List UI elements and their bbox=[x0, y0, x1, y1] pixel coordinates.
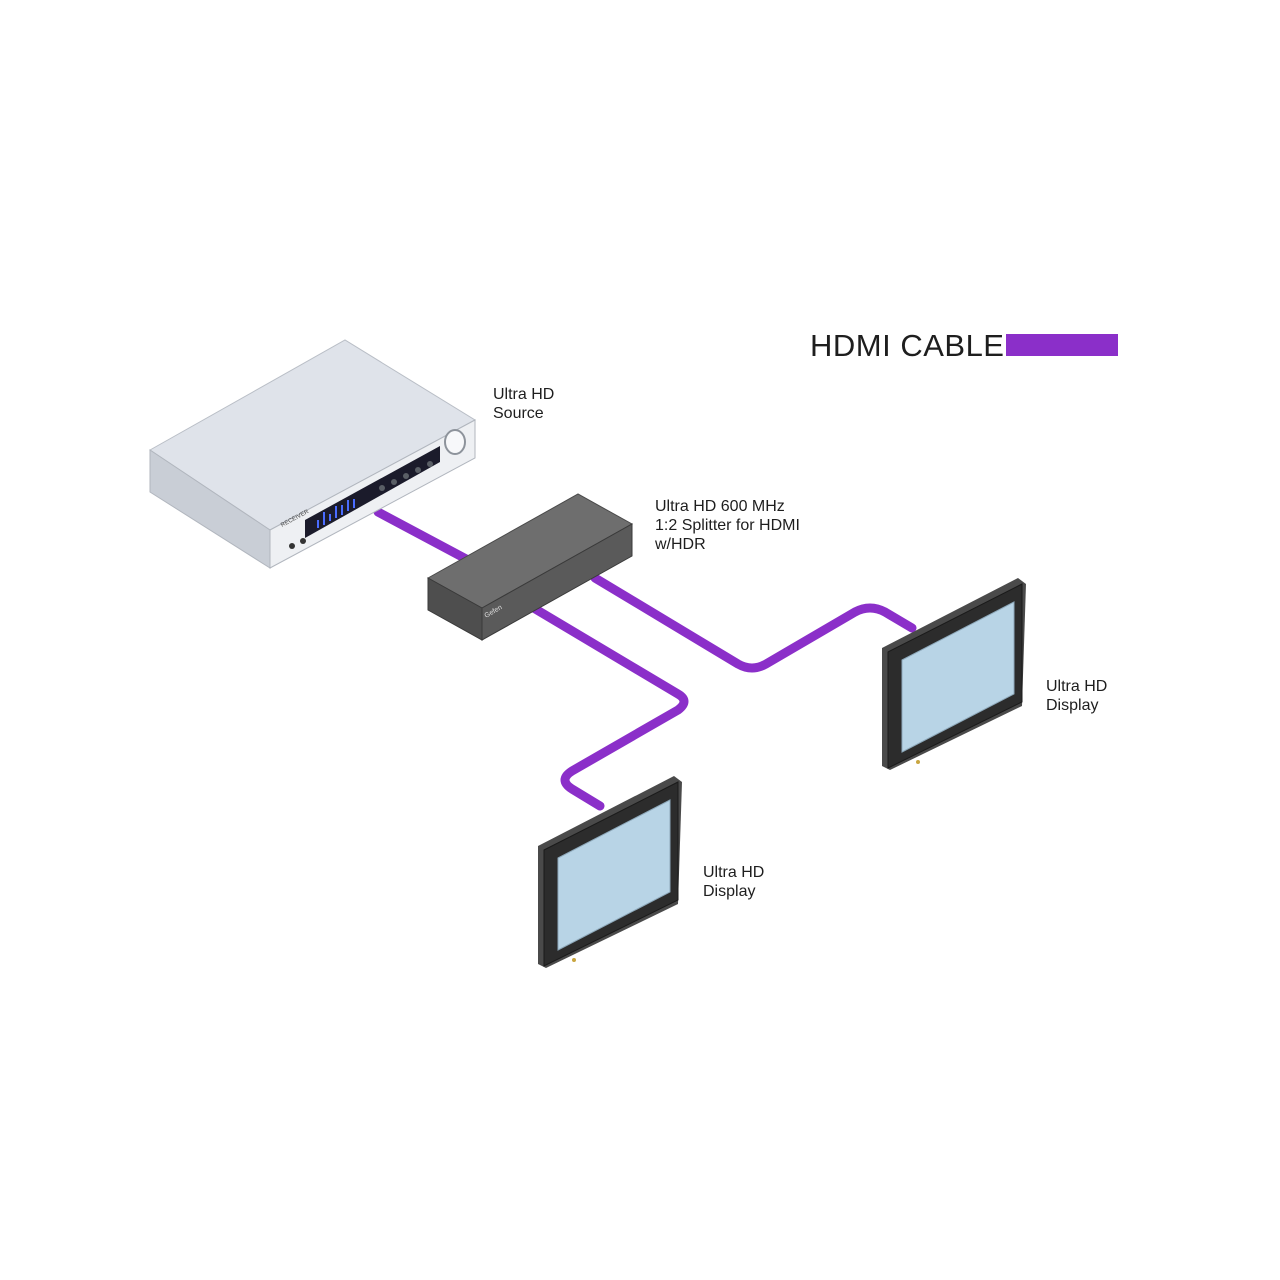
source-label: Ultra HD Source bbox=[493, 385, 554, 423]
source-label-line2: Source bbox=[493, 405, 544, 422]
display-right-screen bbox=[901, 601, 1015, 753]
legend-label: HDMI CABLE bbox=[810, 328, 1005, 363]
display-left bbox=[538, 776, 682, 968]
splitter-label: Ultra HD 600 MHz 1:2 Splitter for HDMI w… bbox=[655, 497, 800, 554]
display-left-screen bbox=[557, 799, 671, 951]
display-right-label: Ultra HD Display bbox=[1046, 677, 1107, 715]
display-right-label-line2: Display bbox=[1046, 697, 1099, 714]
source-spectrum bbox=[317, 499, 355, 528]
source-headphone-jack bbox=[289, 543, 295, 549]
source-buttons bbox=[379, 461, 433, 491]
splitter-label-line3: w/HDR bbox=[655, 536, 706, 553]
source-label-line1: Ultra HD bbox=[493, 386, 555, 403]
cable-source-to-splitter bbox=[373, 507, 473, 565]
hdmi-cables bbox=[373, 507, 917, 811]
splitter-side bbox=[481, 523, 633, 641]
display-right-label-line1: Ultra HD bbox=[1046, 678, 1108, 695]
source-input-jack bbox=[300, 538, 306, 544]
splitter-label-line1: Ultra HD 600 MHz bbox=[655, 498, 785, 515]
display-left-indicator bbox=[572, 958, 576, 962]
legend-cable-swatch bbox=[1006, 334, 1118, 356]
cable-splitter-to-display-left bbox=[527, 602, 689, 811]
splitter-label-line2: 1:2 Splitter for HDMI bbox=[655, 517, 800, 534]
source-display-window bbox=[305, 446, 440, 538]
display-left-label: Ultra HD Display bbox=[703, 863, 764, 901]
cable-splitter-to-display-right bbox=[590, 573, 917, 673]
source-volume-knob bbox=[444, 429, 466, 455]
display-right bbox=[882, 578, 1026, 770]
splitter-device: Gefen bbox=[426, 493, 634, 641]
display-left-label-line1: Ultra HD bbox=[703, 864, 765, 881]
display-left-label-line2: Display bbox=[703, 883, 756, 900]
display-right-indicator bbox=[916, 760, 920, 764]
source-device: RECEIVER bbox=[149, 339, 477, 569]
